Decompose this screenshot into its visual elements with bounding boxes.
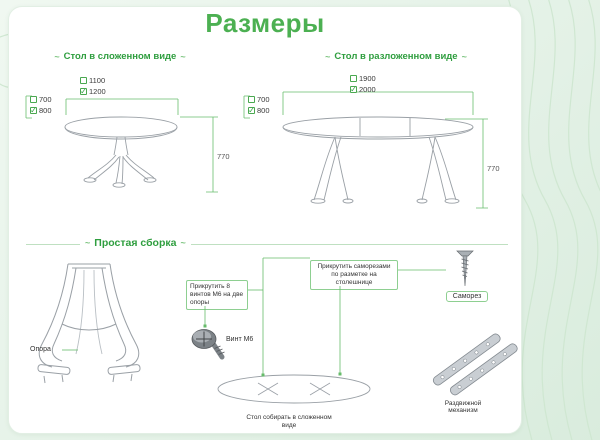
dimension-option: 1900 (350, 74, 376, 83)
folded-section-header: ~ Стол в сложенном виде ~ (30, 51, 210, 62)
tabletop-underside-drawing (217, 374, 371, 404)
checkbox-checked: ✓ (80, 87, 87, 96)
folded-width-dimensions: 1100 ✓ 1200 (80, 76, 106, 96)
unfolded-depth-dimensions: 700 ✓ 800 (248, 95, 270, 115)
self-tapping-screw-icon (456, 250, 474, 287)
assembly-section-header: ~ Простая сборка ~ (80, 237, 191, 249)
check-icon: ✓ (350, 85, 357, 94)
fold-note: Стол собирать в сложенном виде (246, 414, 332, 430)
folded-table-drawing (25, 95, 218, 193)
tilde-icon: ~ (180, 51, 186, 62)
checkbox-checked: ✓ (248, 106, 255, 115)
checkbox-checked: ✓ (350, 85, 357, 94)
dimension-option: 1100 (80, 76, 106, 85)
unfolded-section-header: ~ Стол в разложенном виде ~ (290, 51, 502, 62)
bolt-label: Винт М6 (226, 336, 254, 343)
support-leg-drawing (37, 263, 141, 384)
check-icon: ✓ (80, 87, 87, 96)
section-divider (26, 244, 508, 245)
dimension-value: 800 (39, 106, 52, 115)
dimension-option: ✓ 1200 (80, 87, 106, 96)
dimension-value: 700 (257, 95, 270, 104)
support-label: Опора (30, 346, 51, 353)
tilde-icon: ~ (325, 51, 331, 62)
dimension-option: ✓ 800 (248, 106, 270, 115)
slide-mechanism-drawing (432, 333, 518, 396)
dimension-value: 1200 (89, 87, 106, 96)
dimension-option: 700 (248, 95, 270, 104)
mechanism-label: Раздвижной механизм (444, 400, 482, 414)
dimension-value: 700 (39, 95, 52, 104)
checkbox-unchecked (248, 96, 255, 103)
folded-height-dimension: 770 (217, 152, 230, 161)
tilde-icon: ~ (85, 238, 91, 248)
screw-note: Прикрутить саморезами по разметке на сто… (310, 260, 398, 291)
check-icon: ✓ (30, 106, 37, 115)
dimension-value: 800 (257, 106, 270, 115)
dimension-value: 1900 (359, 74, 376, 83)
checkbox-unchecked (350, 75, 357, 82)
check-icon: ✓ (248, 106, 255, 115)
unfolded-section-title: Стол в разложенном виде (334, 51, 458, 62)
dimension-value: 2000 (359, 85, 376, 94)
folded-depth-dimensions: 700 ✓ 800 (30, 95, 52, 115)
dimension-value: 1100 (89, 76, 106, 85)
screw-label: Саморез (446, 291, 488, 302)
checkbox-unchecked (30, 96, 37, 103)
dimension-option: 700 (30, 95, 52, 104)
bolt-note: Прикрутить 8 винтов М6 на две опоры (186, 280, 248, 311)
unfolded-height-dimension: 770 (487, 164, 500, 173)
tilde-icon: ~ (461, 51, 467, 62)
page-title: Размеры (205, 8, 325, 38)
checkbox-checked: ✓ (30, 106, 37, 115)
assembly-section-title: Простая сборка (94, 237, 177, 249)
dimension-option: ✓ 800 (30, 106, 52, 115)
checkbox-unchecked (80, 77, 87, 84)
m6-bolt-icon (191, 329, 225, 360)
content-card (8, 6, 522, 434)
folded-section-title: Стол в сложенном виде (63, 51, 177, 62)
dimension-option: ✓ 2000 (350, 85, 376, 94)
tilde-icon: ~ (54, 51, 60, 62)
unfolded-table-drawing (243, 91, 488, 209)
tilde-icon: ~ (180, 238, 186, 248)
unfolded-width-dimensions: 1900 ✓ 2000 (350, 74, 376, 94)
